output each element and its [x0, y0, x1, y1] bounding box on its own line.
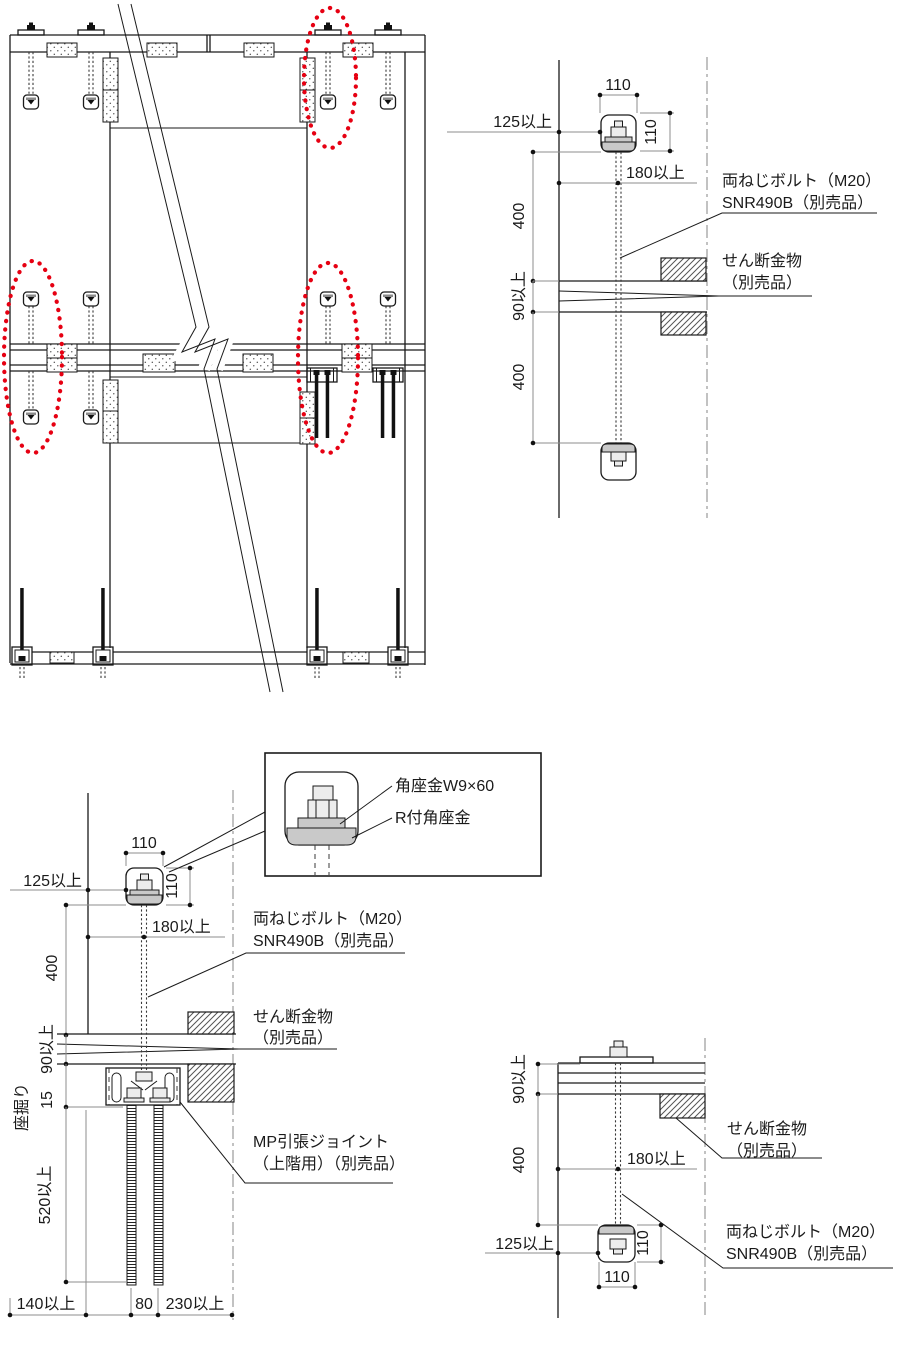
dim-pitch-80: 80 — [135, 1296, 153, 1313]
label-square-washer: 角座金W9×60 — [395, 777, 494, 795]
hanger-bolts-mid-lower — [22, 371, 100, 425]
dim-len-520: 520以上 — [36, 1166, 54, 1225]
label-r-washer: R付角座金 — [395, 809, 471, 827]
labels: せん断金物 （別売品） 両ねじボルト（M20） SNR490B（別売品） — [621, 1117, 893, 1269]
dim-gap-90: 90以上 — [510, 1054, 528, 1104]
dimensions: 110 125以上 110 180以上 400 90以上 15 座掘り 520以… — [7, 835, 235, 1318]
label-bolt-line2: SNR490B（別売品） — [253, 932, 404, 950]
label-shear-line1: せん断金物 — [727, 1120, 807, 1138]
dim-height-110: 110 — [164, 873, 181, 899]
label-mp-line2: （上階用）（別売品） — [253, 1155, 405, 1173]
labels: 両ねじボルト（M20） SNR490B（別売品） せん断金物 （別売品） — [619, 172, 881, 292]
dim-gap-90: 90以上 — [510, 271, 528, 321]
dim-upper-400: 400 — [511, 203, 528, 230]
wall-panel-elevation — [1, 3, 426, 693]
washer-callout: 角座金W9×60 R付角座金 — [163, 752, 542, 877]
dim-depth-180: 180以上 — [627, 1150, 686, 1168]
dim-depth-180: 180以上 — [152, 918, 211, 936]
dim-gap-90: 90以上 — [38, 1024, 56, 1074]
mp-joint-right — [372, 367, 404, 439]
dimensions: 110 125以上 110 180以上 400 90以上 400 — [447, 77, 697, 446]
dim-right-230: 230以上 — [166, 1295, 225, 1313]
label-bolt-line1: 両ねじボルト（M20） — [722, 172, 881, 190]
label-shear-line1: せん断金物 — [253, 1008, 333, 1026]
dim-depth-15: 15 — [39, 1091, 56, 1109]
dim-width-110: 110 — [131, 835, 157, 852]
label-bolt-line1: 両ねじボルト（M20） — [253, 910, 412, 928]
detail-lower-right-bolt-section: 90以上 400 180以上 125以上 110 110 せん断金物 （別売品）… — [485, 1038, 893, 1318]
dim-depth-180: 180以上 — [626, 164, 685, 182]
detail-lower-left-bolt-section: 110 125以上 110 180以上 400 90以上 15 座掘り 520以… — [7, 752, 542, 1320]
dim-width-110: 110 — [604, 1269, 630, 1286]
hanger-bolts-top — [22, 52, 397, 110]
label-bolt-line2: SNR490B（別売品） — [726, 1245, 877, 1263]
label-shear-line2: （別売品） — [727, 1142, 807, 1160]
dim-height-110: 110 — [643, 119, 660, 145]
dim-counterbore: 座掘り — [13, 1083, 31, 1131]
dim-len-400: 400 — [511, 1147, 528, 1174]
dim-offset-125: 125以上 — [493, 113, 552, 131]
label-shear-line2: （別売品） — [722, 274, 802, 292]
dim-height-110: 110 — [635, 1230, 652, 1256]
label-shear-line1: せん断金物 — [722, 252, 802, 270]
highlight-ellipse-top — [301, 5, 359, 151]
dim-offset-125: 125以上 — [495, 1235, 554, 1253]
break-line — [117, 3, 284, 693]
mp-joint-bracket — [105, 1067, 181, 1106]
label-shear-line2: （別売品） — [253, 1029, 333, 1047]
highlight-ellipse-mid-left — [1, 258, 65, 456]
dim-left-140: 140以上 — [17, 1295, 76, 1313]
hanger-bolts-mid-upper — [22, 291, 397, 344]
dim-len-400: 400 — [44, 955, 61, 982]
labels: 両ねじボルト（M20） SNR490B（別売品） せん断金物 （別売品） MP引… — [147, 910, 412, 1184]
dim-offset-125: 125以上 — [23, 872, 82, 890]
label-mp-line1: MP引張ジョイント — [253, 1133, 389, 1151]
dim-width-110: 110 — [605, 77, 631, 94]
label-bolt-line2: SNR490B（別売品） — [722, 194, 873, 212]
dim-lower-400: 400 — [511, 364, 528, 391]
dimensions: 90以上 400 180以上 125以上 110 110 — [485, 1054, 697, 1290]
detail-upper-bolt-section: 110 125以上 110 180以上 400 90以上 400 両ねじボルト（… — [447, 57, 881, 518]
label-bolt-line1: 両ねじボルト（M20） — [726, 1223, 885, 1241]
highlight-ellipse-mid-right — [295, 260, 361, 456]
